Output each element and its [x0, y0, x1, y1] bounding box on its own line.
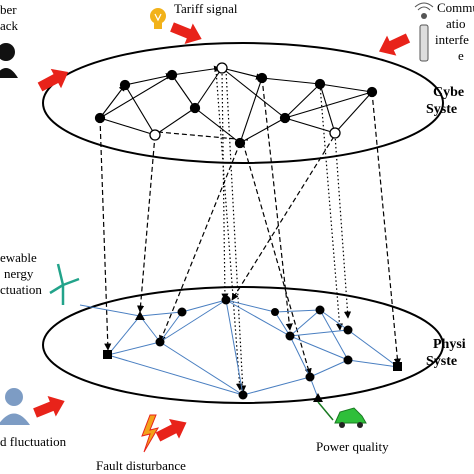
- comm-label-1: Commu: [437, 0, 474, 15]
- person-icon: [0, 388, 30, 425]
- comm-label-4: e: [458, 48, 464, 63]
- physical-network-links: [79, 299, 399, 399]
- antenna-icon: [414, 2, 434, 62]
- lightning-icon: [141, 414, 160, 453]
- cyber-system-label-2: Syste: [426, 102, 457, 117]
- fault-disturbance-label: Fault disturbance: [96, 458, 186, 473]
- renewable-label-3: ctuation: [0, 282, 42, 297]
- hacker-icon: [0, 43, 18, 78]
- cyber-attack-label-1: ber: [0, 2, 17, 17]
- cyber-system-label-1: Cybe: [433, 85, 464, 100]
- comm-interference-arrow: [378, 33, 411, 56]
- car-icon: [317, 401, 367, 428]
- comm-label-3: interfe: [435, 32, 469, 47]
- renewable-label-2: nergy: [4, 266, 34, 281]
- disturbance-arrows: [33, 22, 411, 442]
- wind-turbine-icon: [49, 263, 80, 305]
- renewable-label-1: ewable: [0, 250, 37, 265]
- fault-arrow: [155, 419, 187, 442]
- load-fluctuation-label: d fluctuation: [0, 434, 67, 449]
- tariff-signal-label: Tariff signal: [174, 1, 238, 16]
- power-quality-label: Power quality: [316, 439, 389, 454]
- physical-layer-ellipse: [42, 286, 444, 404]
- tariff-arrow: [170, 22, 202, 44]
- cyber-nodes: [94, 62, 378, 149]
- comm-label-2: atio: [446, 16, 466, 31]
- load-arrow: [33, 396, 65, 418]
- physical-system-label-2: Syste: [426, 354, 457, 369]
- physical-nodes: [103, 295, 402, 402]
- cyber-network-links: [99, 65, 373, 144]
- cyber-attack-arrow: [37, 68, 69, 92]
- cyber-layer-ellipse: [42, 42, 444, 164]
- physical-system-label-1: Physi: [433, 337, 466, 352]
- lightbulb-icon: [150, 8, 166, 29]
- cyber-attack-label-2: ack: [0, 18, 19, 33]
